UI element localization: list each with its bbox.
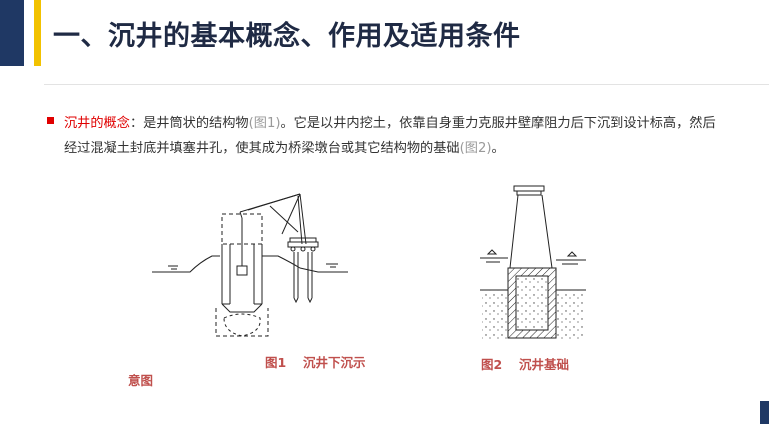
header-accent-gold: [34, 0, 41, 66]
caisson-foundation-diagram: [480, 185, 586, 340]
fig2-caption: 图2 沉井基础: [481, 357, 570, 372]
fig1-caption-line1: 图1 沉井下沉示: [265, 355, 366, 370]
fig1-reference: (图1): [248, 116, 281, 131]
fig1-caption-line2: 意图: [128, 373, 154, 388]
slide-corner-accent: [760, 401, 769, 424]
definition-text-end: 。: [491, 141, 505, 156]
page-title: 一、沉井的基本概念、作用及适用条件: [53, 21, 521, 52]
bullet-square-icon: [47, 117, 54, 124]
definition-paragraph: 沉井的概念：是井筒状的结构物(图1)。它是以井内挖土，依靠自身重力克服井壁摩阻力…: [64, 111, 724, 161]
definition-text-2: 。它是以井内挖土，依靠自身重力克服井壁摩阻力后下沉到设计标高，然后经过混凝土封底…: [64, 116, 716, 156]
definition-text-1: ：是井筒状的结构物: [129, 116, 249, 131]
header-divider: [44, 84, 769, 85]
header-accent-navy: [0, 0, 24, 66]
keyword-term: 沉井的概念: [64, 116, 130, 131]
caisson-sinking-diagram: [152, 193, 348, 337]
fig2-reference: (图2): [459, 141, 492, 156]
